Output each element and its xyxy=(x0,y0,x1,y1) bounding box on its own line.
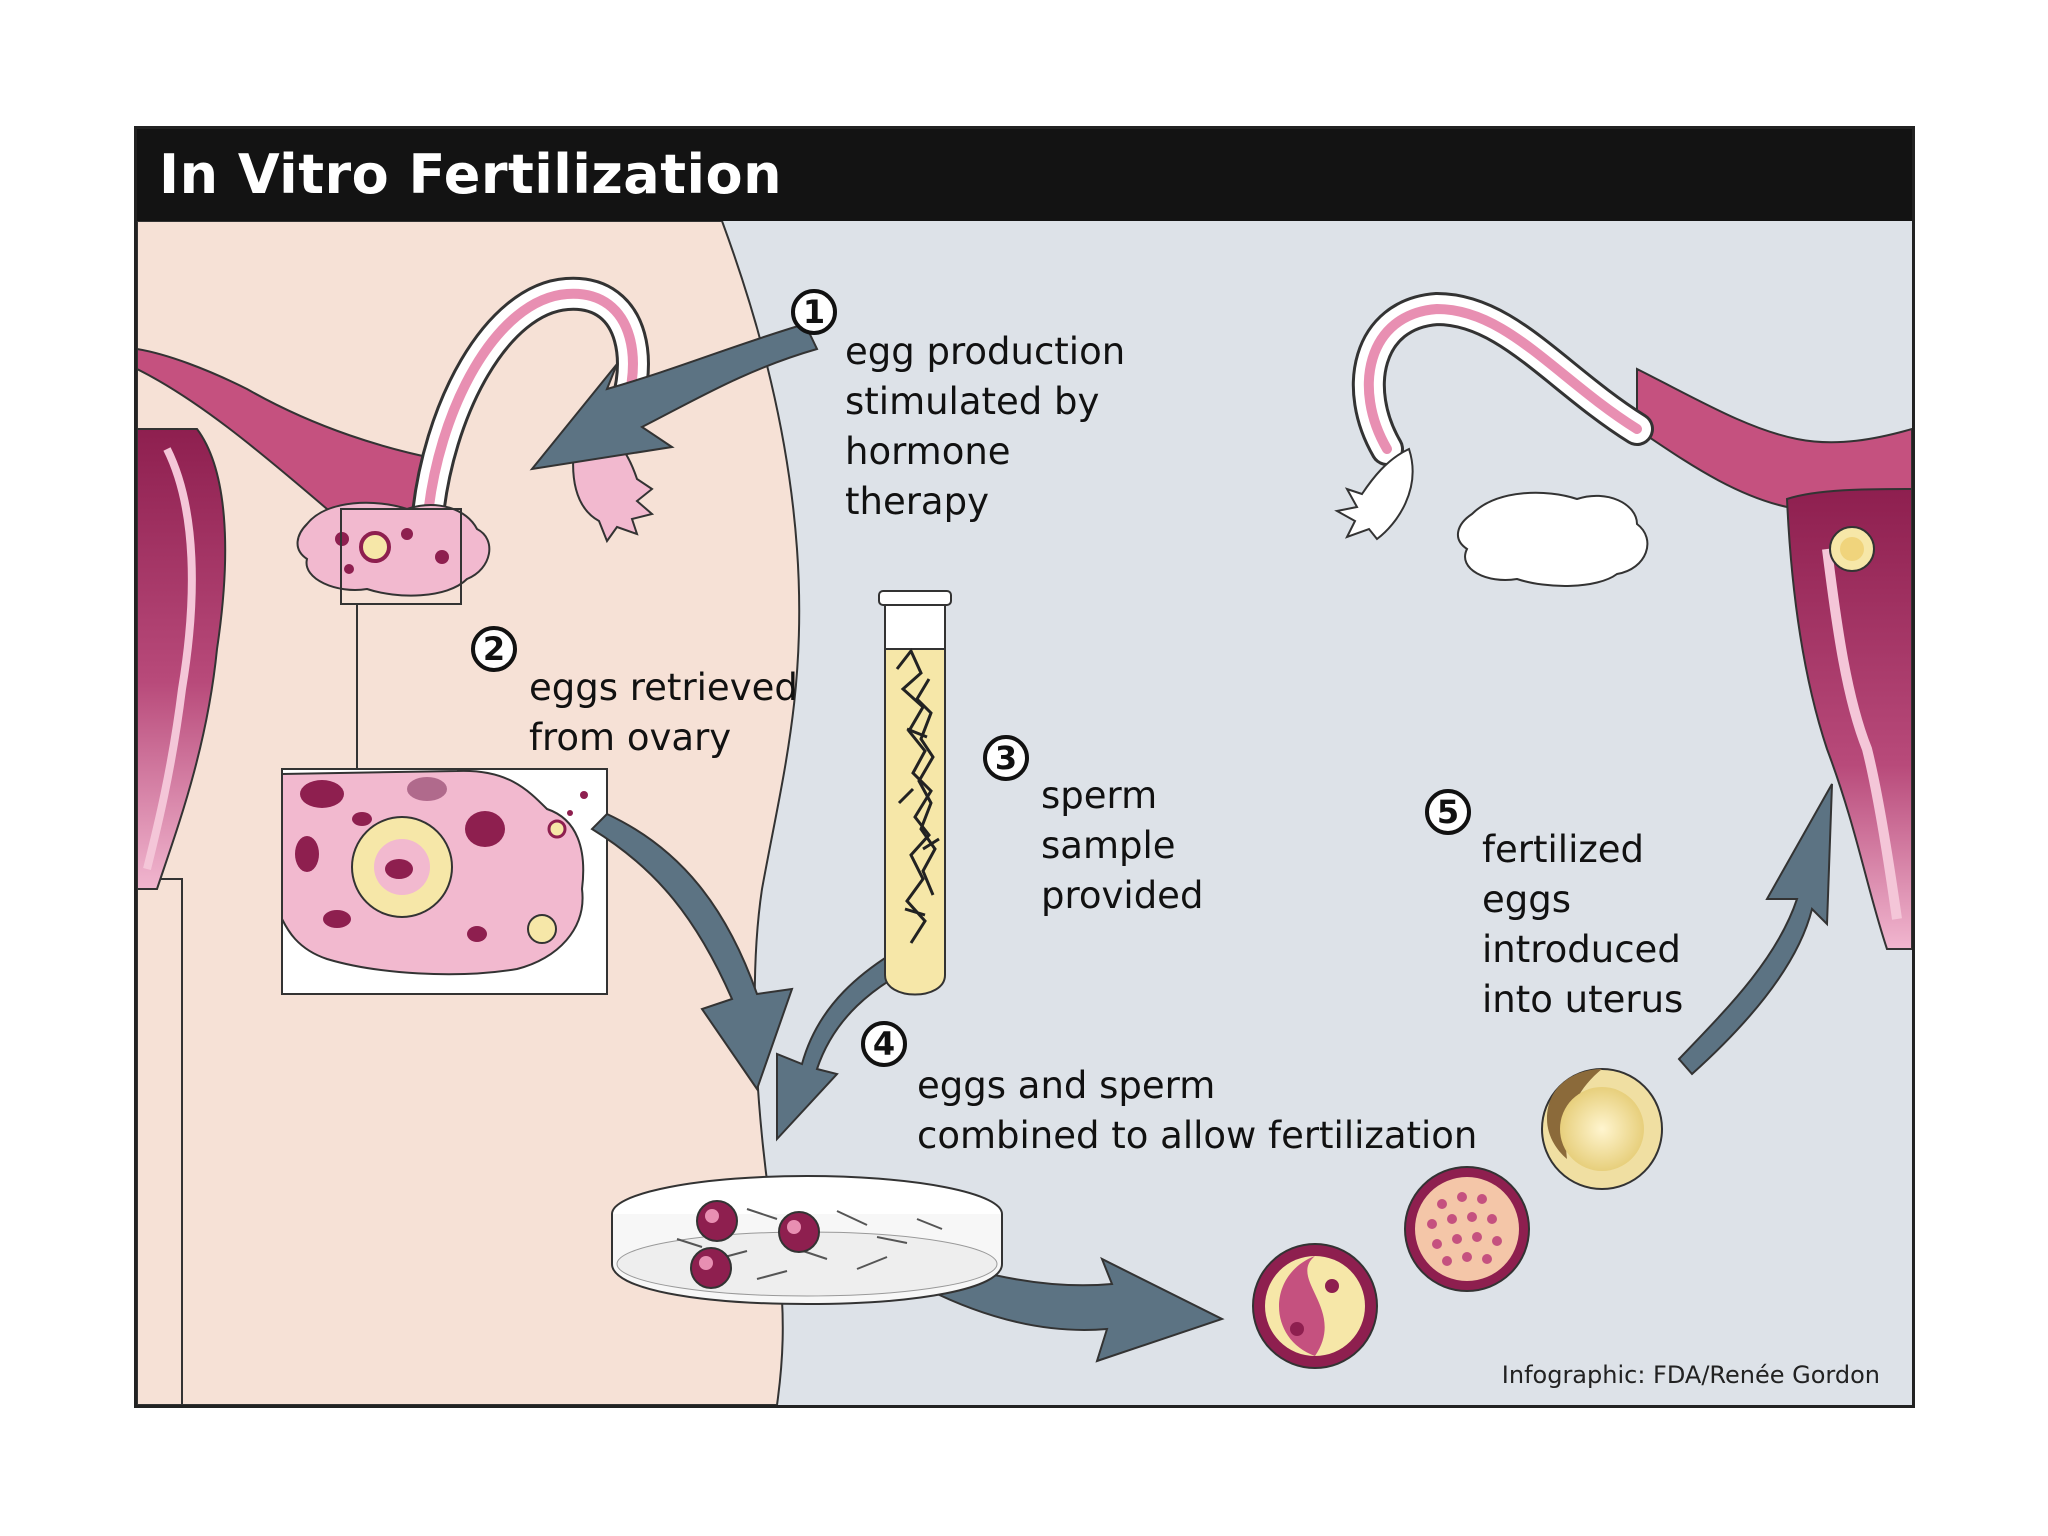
page-title: In Vitro Fertilization xyxy=(159,143,783,206)
arrow-5 xyxy=(1677,783,1833,1076)
step-3-line: provided xyxy=(1041,874,1204,917)
step-5-line: fertilized xyxy=(1482,828,1645,871)
arrow-3 xyxy=(776,932,944,1142)
step-5-line: introduced xyxy=(1482,928,1681,971)
petri-dish-icon xyxy=(611,1175,1003,1306)
step-1-line: egg production xyxy=(845,330,1126,373)
step-number-2: 2 xyxy=(471,626,517,672)
arrow-2 xyxy=(590,812,794,1092)
arrow-4 xyxy=(925,1256,1225,1363)
step-number-3: 3 xyxy=(983,735,1029,781)
step-3-line: sample xyxy=(1041,824,1176,867)
illustration xyxy=(137,220,1912,1405)
arrows xyxy=(529,322,1833,1363)
uterus-right-icon xyxy=(1334,291,1912,950)
step-2-label: eggs retrieved from ovary xyxy=(529,663,798,763)
ovary-right xyxy=(1457,491,1649,587)
step-number-4: 4 xyxy=(861,1021,907,1067)
step-number-1: 1 xyxy=(791,289,837,335)
test-tube-icon xyxy=(878,590,952,996)
step-2-line: eggs retrieved xyxy=(529,666,798,709)
step-1-line: therapy xyxy=(845,480,989,523)
title-bar: In Vitro Fertilization xyxy=(137,129,1912,221)
step-5-line: eggs xyxy=(1482,878,1572,921)
infographic-frame: In Vitro Fertilization 1 egg production … xyxy=(134,126,1915,1408)
arrow-1 xyxy=(529,322,819,471)
step-4-label: eggs and sperm combined to allow fertili… xyxy=(917,1061,1477,1161)
step-number-5: 5 xyxy=(1425,789,1471,835)
ovary-selection-box xyxy=(340,508,462,605)
embryo-cells xyxy=(1252,1068,1663,1369)
step-1-label: egg production stimulated by hormone the… xyxy=(845,327,1125,527)
step-5-label: fertilized eggs introduced into uterus xyxy=(1482,825,1683,1025)
step-3-label: sperm sample provided xyxy=(1041,771,1203,921)
ovary-zoom-icon xyxy=(281,768,608,995)
step-1-line: stimulated by xyxy=(845,380,1100,423)
fimbriae-right xyxy=(1334,447,1414,541)
step-2-line: from ovary xyxy=(529,716,732,759)
credit-line: Infographic: FDA/Renée Gordon xyxy=(1501,1361,1880,1389)
step-1-line: hormone xyxy=(845,430,1011,473)
step-3-line: sperm xyxy=(1041,774,1158,817)
step-5-line: into uterus xyxy=(1482,978,1684,1021)
step-4-line: eggs and sperm xyxy=(917,1064,1216,1107)
step-4-line: combined to allow fertilization xyxy=(917,1114,1478,1157)
